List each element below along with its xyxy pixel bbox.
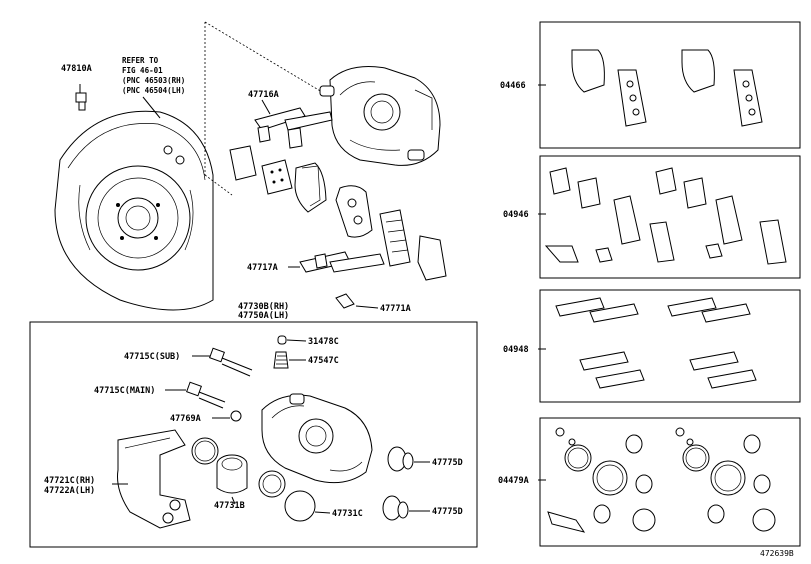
label-47716a: 47716A [248,90,279,100]
shim-b [261,159,293,195]
shim-a [229,145,257,181]
label-refer-to: REFER TO [122,56,159,65]
label-47731b: 47731B [214,501,245,511]
kit-box-04948 [539,289,801,403]
label-47769a: 47769A [170,414,201,424]
hub-opening [117,197,159,239]
shim-d [417,235,447,281]
kit-04946-shims [544,167,787,265]
kit-box-04479a [539,417,801,547]
caliper-bracket [117,429,191,529]
label-47731c: 47731C [332,509,363,519]
label-refer-pnc-lh: (PNC 46504(LH) [122,86,185,95]
clip-47771a [335,293,355,309]
caliper-assembly-box [29,321,478,548]
label-47715c-main: 47715C(MAIN) [94,386,155,396]
ref-dashed-line [204,21,323,93]
label-47717a: 47717A [247,263,278,273]
label-47547c: 47547C [308,356,339,366]
brake-pad-a [294,162,327,213]
bushing-47775d-a [387,446,414,472]
clip-47717a-group [288,251,385,273]
pin-main-47715c [186,381,226,409]
label-47721c: 47721C(RH) [44,476,95,486]
boot-47769a [230,410,242,422]
label-kit-04466: 04466 [500,81,526,91]
bleeder-cap-31478c [277,335,287,345]
pads-shims-group [229,145,447,281]
label-47810a: 47810A [61,64,92,74]
label-31478c: 31478C [308,337,339,347]
clip-47716a-group [254,99,333,149]
brake-pad-b [335,185,373,238]
kit-04479a-seals [547,427,776,533]
label-47775d-1: 47775D [432,458,463,468]
seal-47731c [284,490,316,522]
label-47730b: 47730B(RH) [238,302,289,312]
label-47775d-2: 47775D [432,507,463,517]
label-refer-fig: FIG 46-01 [122,66,163,75]
label-kit-04946: 04946 [503,210,529,220]
upper-caliper-group [319,66,441,166]
label-47722a: 47722A(LH) [44,486,95,496]
shim-c [379,209,411,267]
figure-id: 472639B [760,549,794,558]
piston-47731b [216,454,248,494]
label-47715c-sub: 47715C(SUB) [124,352,180,362]
label-kit-04948: 04948 [503,345,529,355]
kit-box-04946 [539,155,801,279]
pin-sub-47715c [209,347,253,377]
kit-04948-clips [555,297,757,389]
bolt-47810a [75,92,87,103]
piston-seal-ring [191,437,219,465]
label-47750a: 47750A(LH) [238,311,289,321]
kit-04466-pads [571,49,763,127]
lower-caliper-body [261,393,373,484]
label-kit-04479a: 04479A [498,476,529,486]
bushing-47775d-b [382,495,409,521]
label-refer-pnc-rh: (PNC 46503(RH) [122,76,185,85]
label-47771a: 47771A [380,304,411,314]
backing-plate-group [54,84,214,311]
